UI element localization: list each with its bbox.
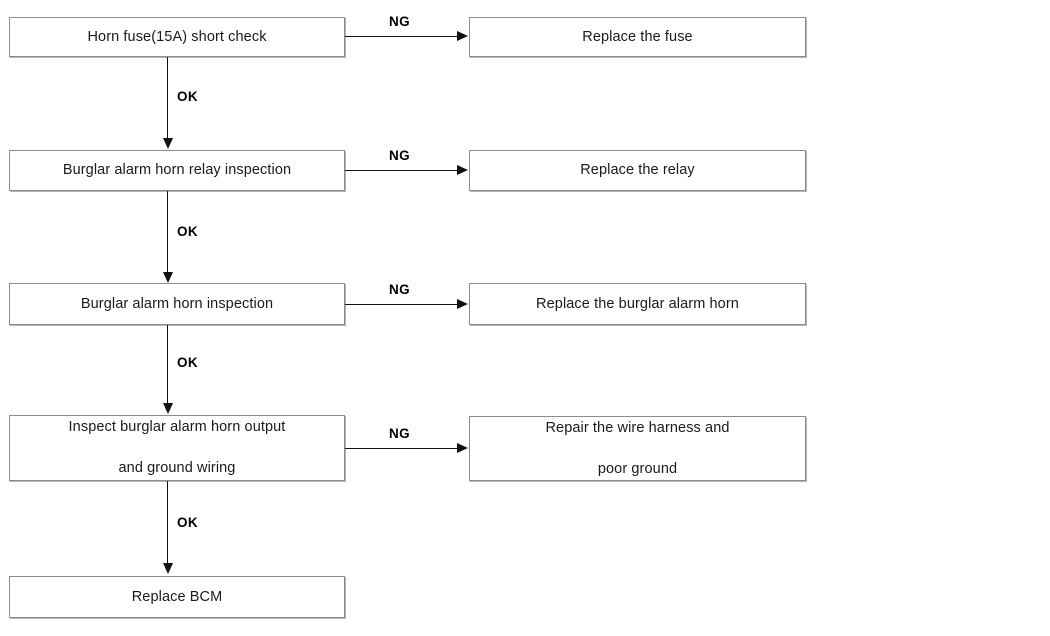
arrowhead-ok-4: [163, 563, 173, 574]
node-label: Horn fuse(15A) short check: [87, 28, 267, 45]
edge-label-ng-1: NG: [389, 14, 411, 29]
arrowhead-ok-1: [163, 138, 173, 149]
node-label: Replace the fuse: [582, 28, 693, 45]
connector-ng-4: [345, 448, 463, 449]
connector-ng-3: [345, 304, 463, 305]
node-horn-fuse-short-check[interactable]: Horn fuse(15A) short check: [9, 17, 345, 57]
node-label-line-1: Inspect burglar alarm horn output: [68, 419, 286, 436]
arrowhead-ng-2: [457, 165, 468, 175]
node-label: Replace the burglar alarm horn: [536, 295, 739, 312]
edge-label-ng-2: NG: [389, 148, 411, 163]
edge-label-ok-4: OK: [177, 515, 199, 530]
connector-ok-4: [167, 481, 168, 565]
node-label: Replace BCM: [131, 588, 223, 605]
node-repair-wire-harness-and-poor-ground[interactable]: Repair the wire harness and poor ground: [469, 416, 806, 481]
edge-label-ng-4: NG: [389, 426, 411, 441]
node-burglar-alarm-horn-inspection[interactable]: Burglar alarm horn inspection: [9, 283, 345, 325]
node-label: Inspect burglar alarm horn output and gr…: [57, 417, 298, 479]
node-label: Replace the relay: [580, 162, 695, 179]
arrowhead-ok-3: [163, 403, 173, 414]
node-replace-bcm[interactable]: Replace BCM: [9, 576, 345, 618]
edge-label-ok-3: OK: [177, 355, 199, 370]
connector-ng-2: [345, 170, 463, 171]
node-replace-the-relay[interactable]: Replace the relay: [469, 150, 806, 191]
connector-ng-1: [345, 36, 463, 37]
node-label-line-1: Repair the wire harness and: [545, 419, 730, 436]
arrowhead-ok-2: [163, 272, 173, 283]
node-replace-the-burglar-alarm-horn[interactable]: Replace the burglar alarm horn: [469, 283, 806, 325]
connector-ok-1: [167, 57, 168, 140]
node-label: Burglar alarm horn inspection: [80, 295, 274, 312]
edge-label-ok-1: OK: [177, 89, 199, 104]
arrowhead-ng-1: [457, 31, 468, 41]
arrowhead-ng-4: [457, 443, 468, 453]
node-burglar-alarm-horn-relay-inspection[interactable]: Burglar alarm horn relay inspection: [9, 150, 345, 191]
connector-ok-2: [167, 191, 168, 274]
node-label-line-2: and ground wiring: [118, 460, 236, 477]
connector-ok-3: [167, 325, 168, 405]
edge-label-ng-3: NG: [389, 282, 411, 297]
node-label: Burglar alarm horn relay inspection: [62, 162, 292, 179]
edge-label-ok-2: OK: [177, 224, 199, 239]
node-inspect-horn-output-and-ground-wiring[interactable]: Inspect burglar alarm horn output and gr…: [9, 415, 345, 481]
node-label-line-2: poor ground: [597, 460, 678, 477]
node-label: Repair the wire harness and poor ground: [533, 418, 741, 480]
node-replace-the-fuse[interactable]: Replace the fuse: [469, 17, 806, 57]
arrowhead-ng-3: [457, 299, 468, 309]
